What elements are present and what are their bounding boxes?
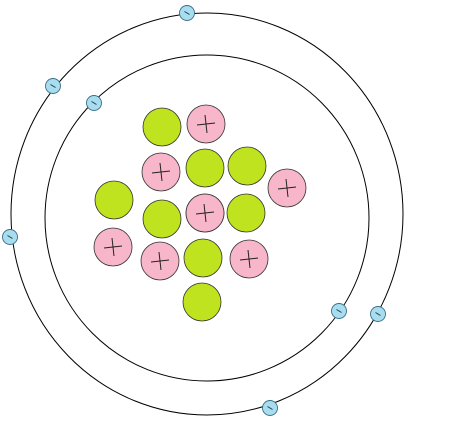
- plus-sign: [239, 249, 259, 269]
- plus-sign: [151, 162, 171, 182]
- electron: [45, 78, 61, 94]
- neutron: [94, 180, 134, 220]
- plus-sign: [195, 203, 215, 223]
- neutron: [183, 238, 223, 278]
- nucleus: [93, 104, 307, 322]
- electron: [179, 5, 195, 21]
- minus-sign: [336, 309, 342, 313]
- plus-sign: [196, 114, 216, 134]
- orbits: [10, 12, 404, 416]
- neutron: [185, 148, 225, 188]
- minus-sign: [375, 312, 381, 316]
- neutron: [142, 107, 182, 147]
- electron: [370, 306, 386, 322]
- neutron: [182, 282, 222, 322]
- inner-orbit: [44, 54, 370, 382]
- minus-sign: [7, 235, 13, 239]
- electron: [2, 229, 18, 245]
- plus-sign: [150, 251, 170, 271]
- outer-orbit: [10, 12, 404, 416]
- plus-sign: [103, 237, 123, 257]
- plus-sign: [277, 178, 297, 198]
- neutron: [227, 146, 267, 186]
- minus-sign: [267, 406, 273, 410]
- minus-sign: [50, 84, 56, 88]
- minus-sign: [184, 11, 190, 15]
- electrons: [2, 5, 386, 416]
- minus-sign: [91, 101, 97, 105]
- electron: [86, 95, 102, 111]
- electron: [331, 303, 347, 319]
- electron: [262, 400, 278, 416]
- neutron: [226, 193, 266, 233]
- neutron: [142, 199, 182, 239]
